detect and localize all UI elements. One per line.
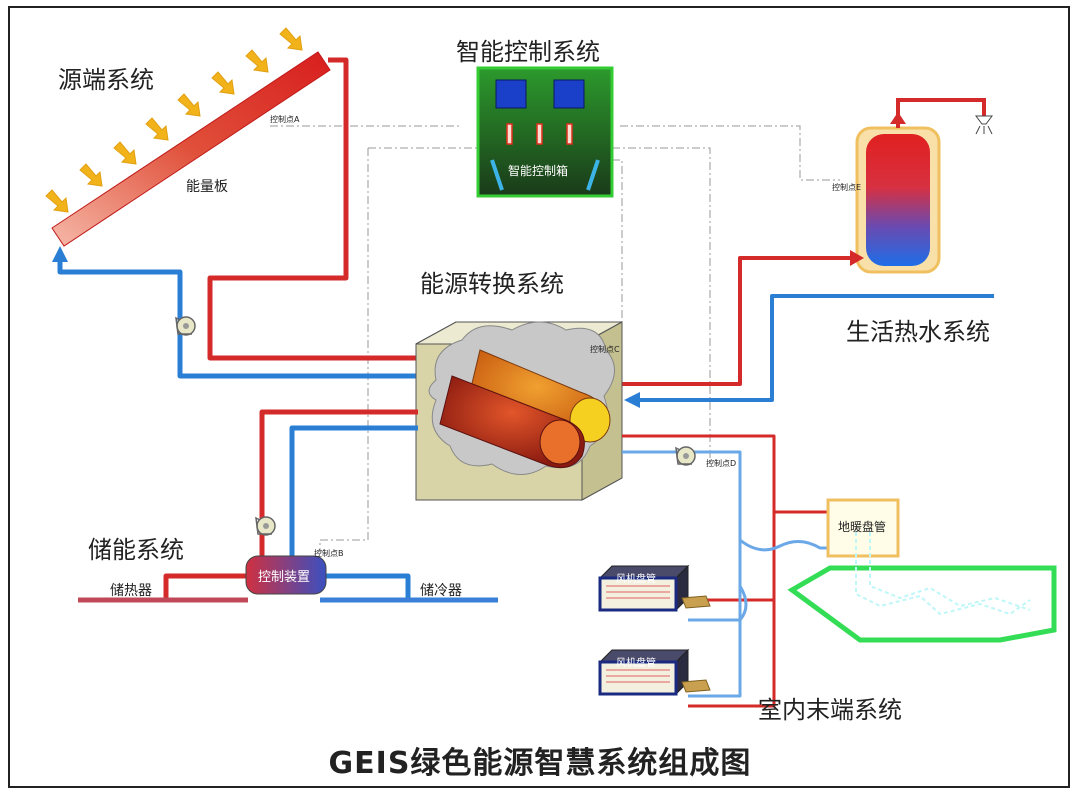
control-box-label: 智能控制箱 xyxy=(508,164,569,178)
control-screen-left xyxy=(495,79,527,109)
floor-heating-manifold xyxy=(826,498,900,558)
cold-inlet-arrow xyxy=(624,392,640,408)
hot-water-supply-pipe xyxy=(622,256,852,386)
shower-pipe xyxy=(896,98,986,128)
storage-pump-icon xyxy=(255,516,276,536)
terminal-supply-pipe xyxy=(622,434,776,708)
fan-coil-unit-1 xyxy=(598,564,711,612)
source-return-arrow xyxy=(52,246,68,262)
control-light-left xyxy=(490,159,504,191)
control-point-d: 控制点D xyxy=(706,459,737,468)
diagram-frame xyxy=(8,6,1070,788)
energy-conversion-system-label: 能源转换系统 xyxy=(420,270,564,298)
fan-coil-1-label: 风机盘管 xyxy=(616,574,656,585)
storage-cold-pipe xyxy=(289,425,418,564)
cold-storage-pipe xyxy=(324,573,411,600)
source-hot-pipe xyxy=(207,57,418,361)
source-pump-icon xyxy=(175,316,196,336)
domestic-cold-inlet-pipe xyxy=(632,294,994,402)
control-light-right xyxy=(586,159,600,191)
source-system-label: 源端系统 xyxy=(58,66,154,94)
heat-storage-label: 储热器 xyxy=(110,583,152,599)
hot-water-tank xyxy=(866,134,930,266)
control-point-e: 控制点E xyxy=(832,183,862,192)
storage-system-label: 储能系统 xyxy=(88,536,184,564)
control-point-b: 控制点B xyxy=(314,549,344,558)
floor-heating-label: 地暖盘管 xyxy=(838,520,887,534)
diagram-title: GEIS绿色能源智慧系统组成图 xyxy=(328,746,752,781)
floor-heating-coil xyxy=(787,565,1057,643)
control-lines xyxy=(270,125,840,552)
source-cold-pipe xyxy=(57,258,418,379)
fan-coil-2-label: 风机盘管 xyxy=(616,658,656,669)
tank-outlet-arrow xyxy=(890,112,906,124)
cold-storage-label: 储冷器 xyxy=(420,583,462,599)
tank-inlet-arrow xyxy=(850,250,864,266)
control-device-label: 控制装置 xyxy=(258,570,311,585)
hot-water-system-label: 生活热水系统 xyxy=(846,318,990,346)
control-point-a: 控制点A xyxy=(270,115,300,124)
fan-coil-unit-2 xyxy=(598,648,711,696)
heat-storage-pipe xyxy=(163,573,248,600)
control-screen-right xyxy=(553,79,585,109)
sunlight-arrows xyxy=(45,27,303,213)
floor-heating-coil-path xyxy=(855,532,1031,616)
shower-head-icon xyxy=(975,115,993,135)
smart-control-system-label: 智能控制系统 xyxy=(456,38,600,66)
floor-heating-return-pipe xyxy=(739,538,890,552)
cold-storage xyxy=(319,597,499,726)
energy-panel xyxy=(51,51,331,247)
storage-hot-pipe xyxy=(259,409,418,564)
indoor-terminal-system-label: 室内末端系统 xyxy=(758,696,902,724)
control-device xyxy=(245,555,327,595)
energy-panel-label: 能量板 xyxy=(186,179,228,195)
fan-coil-1-return xyxy=(688,585,748,622)
terminal-pump-icon xyxy=(675,446,696,466)
control-indicators xyxy=(506,123,573,145)
heat-storage xyxy=(77,597,249,726)
energy-conversion-unit xyxy=(415,321,623,501)
control-point-c: 控制点C xyxy=(590,345,620,354)
